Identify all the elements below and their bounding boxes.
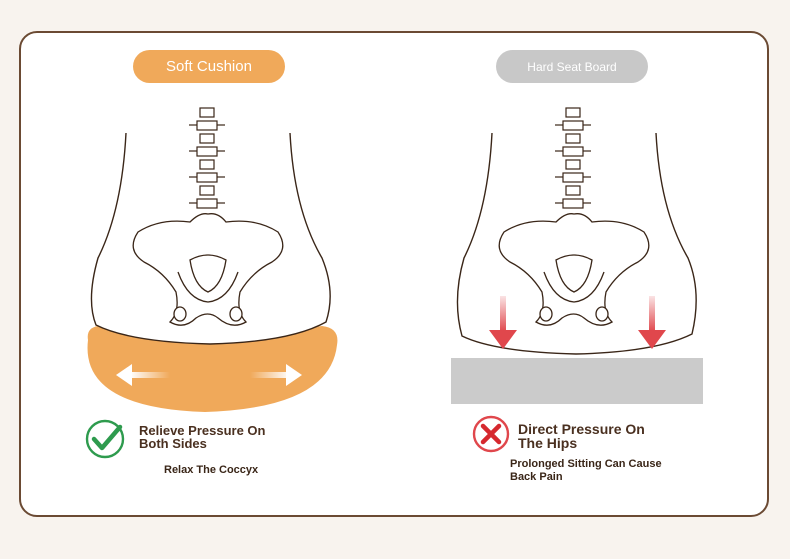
- check-circle-icon: [85, 419, 125, 459]
- relieve-pressure-heading: Relieve Pressure On Both Sides: [139, 423, 266, 451]
- direct-pressure-heading: Direct Pressure On The Hips: [518, 421, 645, 451]
- pressure-arrows: [489, 296, 666, 349]
- relax-coccyx-note: Relax The Coccyx: [164, 464, 259, 476]
- right-spine: [555, 107, 591, 209]
- soft-cushion-label: Soft Cushion: [133, 50, 285, 83]
- hard-seat-board-label: Hard Seat Board: [496, 50, 648, 83]
- back-pain-note: Prolonged Sitting Can Cause Back Pain: [510, 458, 662, 483]
- soft-cushion: [87, 326, 338, 412]
- hard-seat-board: [451, 358, 703, 404]
- left-spine: [189, 107, 225, 209]
- cross-circle-icon: [472, 415, 510, 453]
- right-pelvis: [498, 213, 650, 326]
- spread-arrows: [116, 364, 302, 386]
- left-pelvis: [132, 213, 284, 326]
